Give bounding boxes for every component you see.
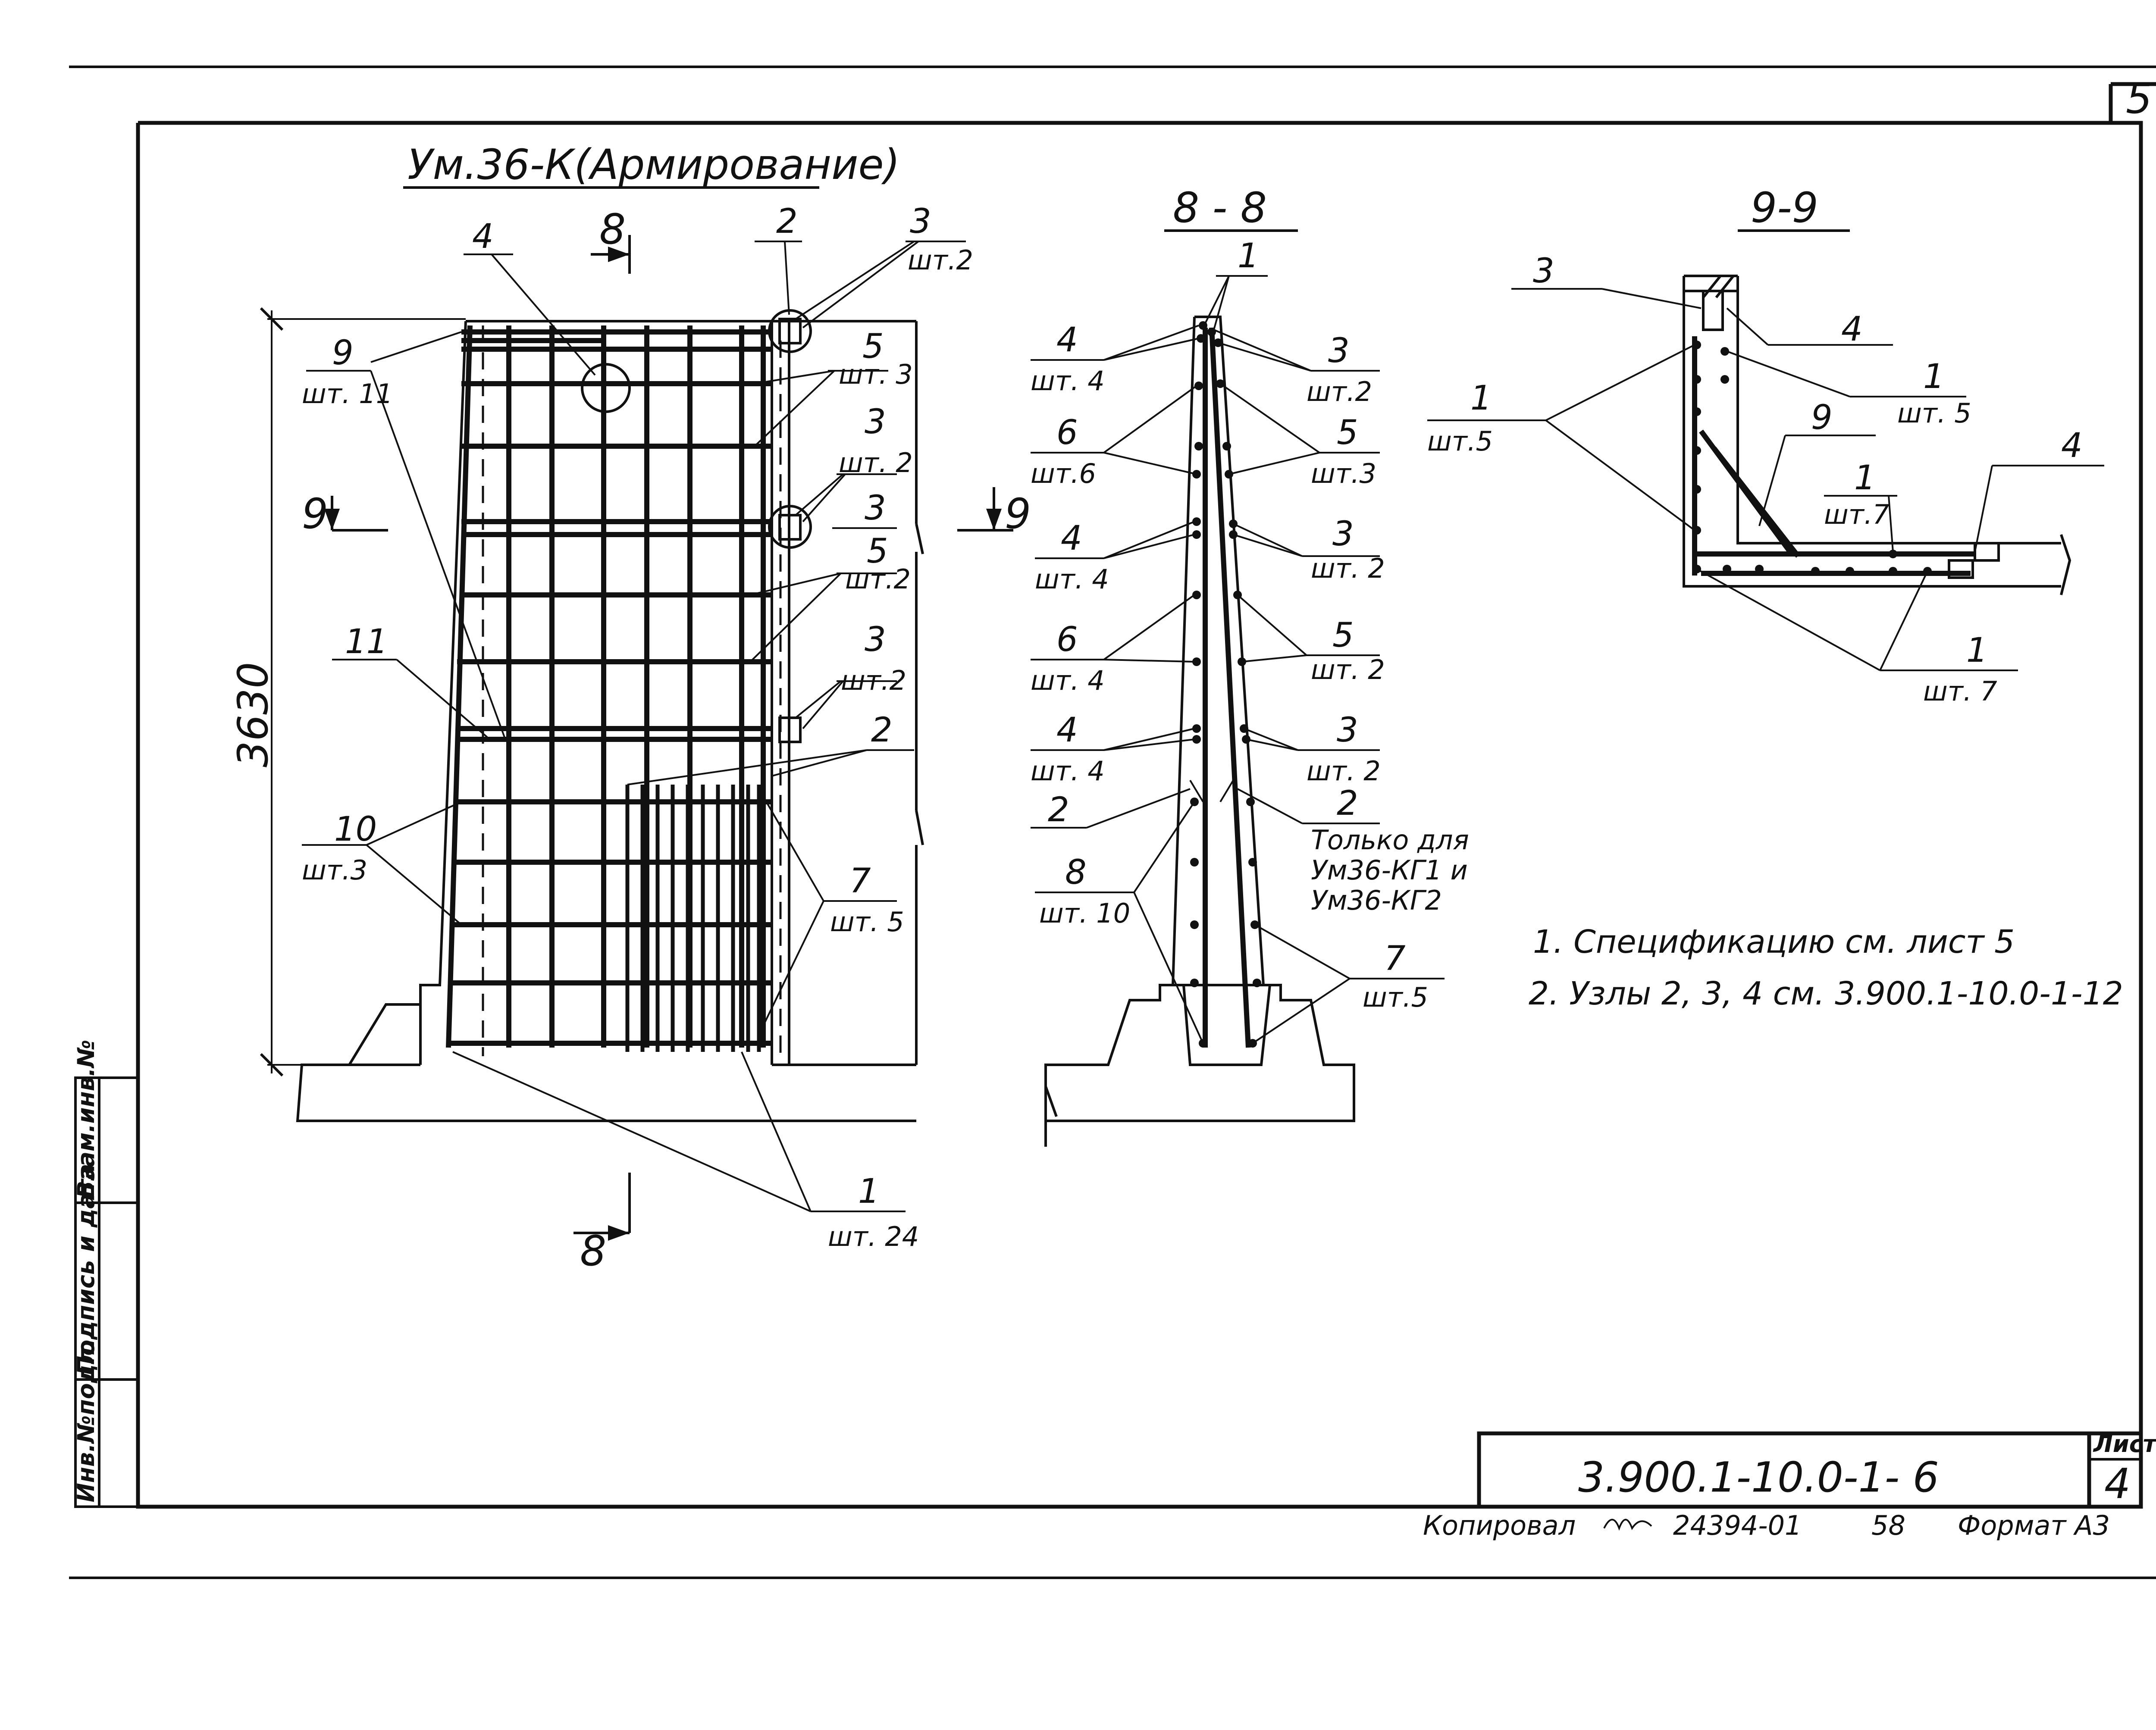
- label-bar-10-qty: шт.3: [302, 854, 367, 886]
- s88-label-b-qty: шт.6: [1031, 458, 1096, 489]
- sheet-label: Лист: [2093, 1430, 2156, 1458]
- s88-label-e-num: 4: [1056, 711, 1078, 750]
- main-view-geometry: [260, 235, 1013, 1241]
- label-bar-9-num: 9: [332, 334, 354, 372]
- stamp-inventory-number: Инв.№подл.: [72, 1339, 100, 1502]
- s99-label-1c-num: 1: [1854, 459, 1876, 497]
- label-bar-3-top-qty: шт.2: [908, 244, 973, 276]
- s99-label-1a-qty: шт.5: [1427, 425, 1493, 457]
- label-bar-3b-qty: шт. 2: [839, 447, 913, 479]
- s88-label-r5-num: 3: [1337, 711, 1358, 750]
- s88-label-g-qty: шт. 10: [1039, 898, 1130, 929]
- stamp-signature-date: Подпись и дата: [72, 1164, 100, 1375]
- side-stamp: Инв.№подл. Подпись и дата Взам.инв.№: [72, 1040, 139, 1508]
- s88-label-r2-qty: шт.3: [1311, 458, 1376, 489]
- s99-label-1b-qty: шт. 5: [1897, 397, 1971, 429]
- s88-label-b-num: 6: [1056, 413, 1078, 452]
- label-bar-5a-qty: шт. 3: [839, 359, 913, 390]
- section-88-geometry: [1044, 316, 1355, 1147]
- s99-label-9: 9: [1811, 398, 1833, 437]
- s88-label-r7-qty: шт.5: [1363, 982, 1428, 1013]
- label-bar-9-qty: шт. 11: [302, 378, 393, 410]
- s88-label-d-num: 6: [1056, 620, 1078, 659]
- s88-label-r2-num: 5: [1337, 413, 1358, 452]
- s88-note-line3: Ум36-КГ2: [1311, 885, 1442, 916]
- sheet-number-box: [2111, 82, 2156, 86]
- sheet-number: 57: [2126, 75, 2156, 123]
- s99-label-3: 3: [1533, 252, 1554, 291]
- document-code: 3.900.1-10.0-1- 6: [1578, 1453, 1939, 1502]
- sheet-value: 4: [2104, 1460, 2131, 1508]
- s88-label-a-qty: шт. 4: [1031, 365, 1105, 397]
- s88-label-r3-num: 3: [1332, 515, 1354, 554]
- s99-label-1a-num: 1: [1470, 379, 1492, 418]
- section-99-geometry: [1683, 275, 2071, 595]
- s88-label-r1-num: 3: [1328, 332, 1350, 370]
- label-bar-5b-num: 5: [867, 532, 888, 571]
- label-bar-7-num: 7: [849, 862, 871, 901]
- title-block: [1477, 1431, 2143, 1509]
- s88-label-1-top: 1: [1238, 237, 1259, 275]
- s88-label-e-qty: шт. 4: [1031, 755, 1105, 787]
- label-bar-3d-qty: шт.2: [841, 665, 906, 696]
- section-88-dots: [1190, 321, 1261, 1048]
- section-88-leaders: [1031, 275, 1445, 1044]
- s88-label-g-num: 8: [1065, 853, 1087, 892]
- section-mark-9-right: 9: [1005, 490, 1031, 538]
- label-bar-1-num: 1: [858, 1172, 880, 1211]
- label-bar-5b-qty: шт.2: [845, 563, 911, 595]
- drawing-frame: [136, 121, 2143, 1509]
- label-bar-3c: 3: [865, 489, 886, 528]
- s88-label-r3-qty: шт. 2: [1311, 553, 1385, 584]
- label-bar-10-num: 10: [334, 810, 377, 849]
- s88-label-r5-qty: шт. 2: [1307, 755, 1381, 787]
- label-bar-5a-num: 5: [862, 327, 884, 366]
- s88-label-d-qty: шт. 4: [1031, 665, 1105, 696]
- section-mark-8-bottom: 8: [580, 1227, 606, 1275]
- s88-label-r7-num: 7: [1384, 939, 1406, 978]
- stamp-replacement-inventory: Взам.инв.№: [72, 1040, 100, 1198]
- label-bar-11: 11: [345, 623, 388, 661]
- section-mark-9-left: 9: [302, 490, 328, 538]
- label-bar-3d-num: 3: [865, 620, 886, 659]
- s88-label-r4-num: 5: [1332, 616, 1354, 655]
- s99-label-1b-num: 1: [1923, 357, 1945, 396]
- s99-label-1d-qty: шт. 7: [1923, 676, 1997, 707]
- section-99-dots: [1692, 341, 1932, 576]
- label-node-2-mid: 2: [871, 711, 893, 750]
- s88-note-line1: Только для: [1311, 824, 1469, 856]
- section-99-leaders: [1427, 288, 2104, 671]
- footer-copied: Копировал: [1423, 1510, 1576, 1541]
- footer-num: 58: [1871, 1510, 1905, 1541]
- s88-label-r6-num: 2: [1337, 784, 1358, 823]
- footer-format: Формат А3: [1958, 1510, 2110, 1541]
- label-bar-4: 4: [472, 217, 494, 256]
- s99-label-4-right: 4: [2061, 426, 2083, 465]
- s88-label-f-num: 2: [1048, 791, 1069, 829]
- footer-order: 24394-01: [1673, 1510, 1802, 1541]
- label-bar-7-qty: шт. 5: [830, 906, 904, 938]
- s88-note-line2: Ум36-КГ1 и: [1311, 854, 1468, 886]
- s88-label-a-num: 4: [1056, 321, 1078, 360]
- main-view-title: Ум.36-К(Армирование): [407, 141, 900, 189]
- copier-signature: [1603, 1519, 1652, 1531]
- note-specification: 1. Спецификацию см. лист 5: [1533, 923, 2015, 960]
- s88-label-r4-qty: шт. 2: [1311, 654, 1385, 685]
- label-bar-1-qty: шт. 24: [828, 1221, 919, 1252]
- label-bar-3-top-num: 3: [910, 202, 931, 241]
- s99-label-4-top: 4: [1841, 310, 1863, 349]
- s99-label-1c-qty: шт.7: [1824, 499, 1890, 530]
- s88-label-r1-qty: шт.2: [1307, 376, 1372, 407]
- dimension-height: 3630: [229, 662, 277, 767]
- s99-label-1d-num: 1: [1966, 631, 1988, 670]
- label-bar-3b-num: 3: [865, 403, 886, 441]
- s88-label-c-qty: шт. 4: [1035, 563, 1109, 595]
- section-88-title: 8 - 8: [1173, 184, 1267, 232]
- s88-label-c-num: 4: [1061, 519, 1082, 558]
- label-node-2-top: 2: [776, 202, 798, 241]
- section-mark-8-top: 8: [599, 205, 626, 253]
- note-nodes: 2. Узлы 2, 3, 4 см. 3.900.1-10.0-1-12: [1529, 975, 2123, 1012]
- section-99-title: 9-9: [1751, 184, 1818, 232]
